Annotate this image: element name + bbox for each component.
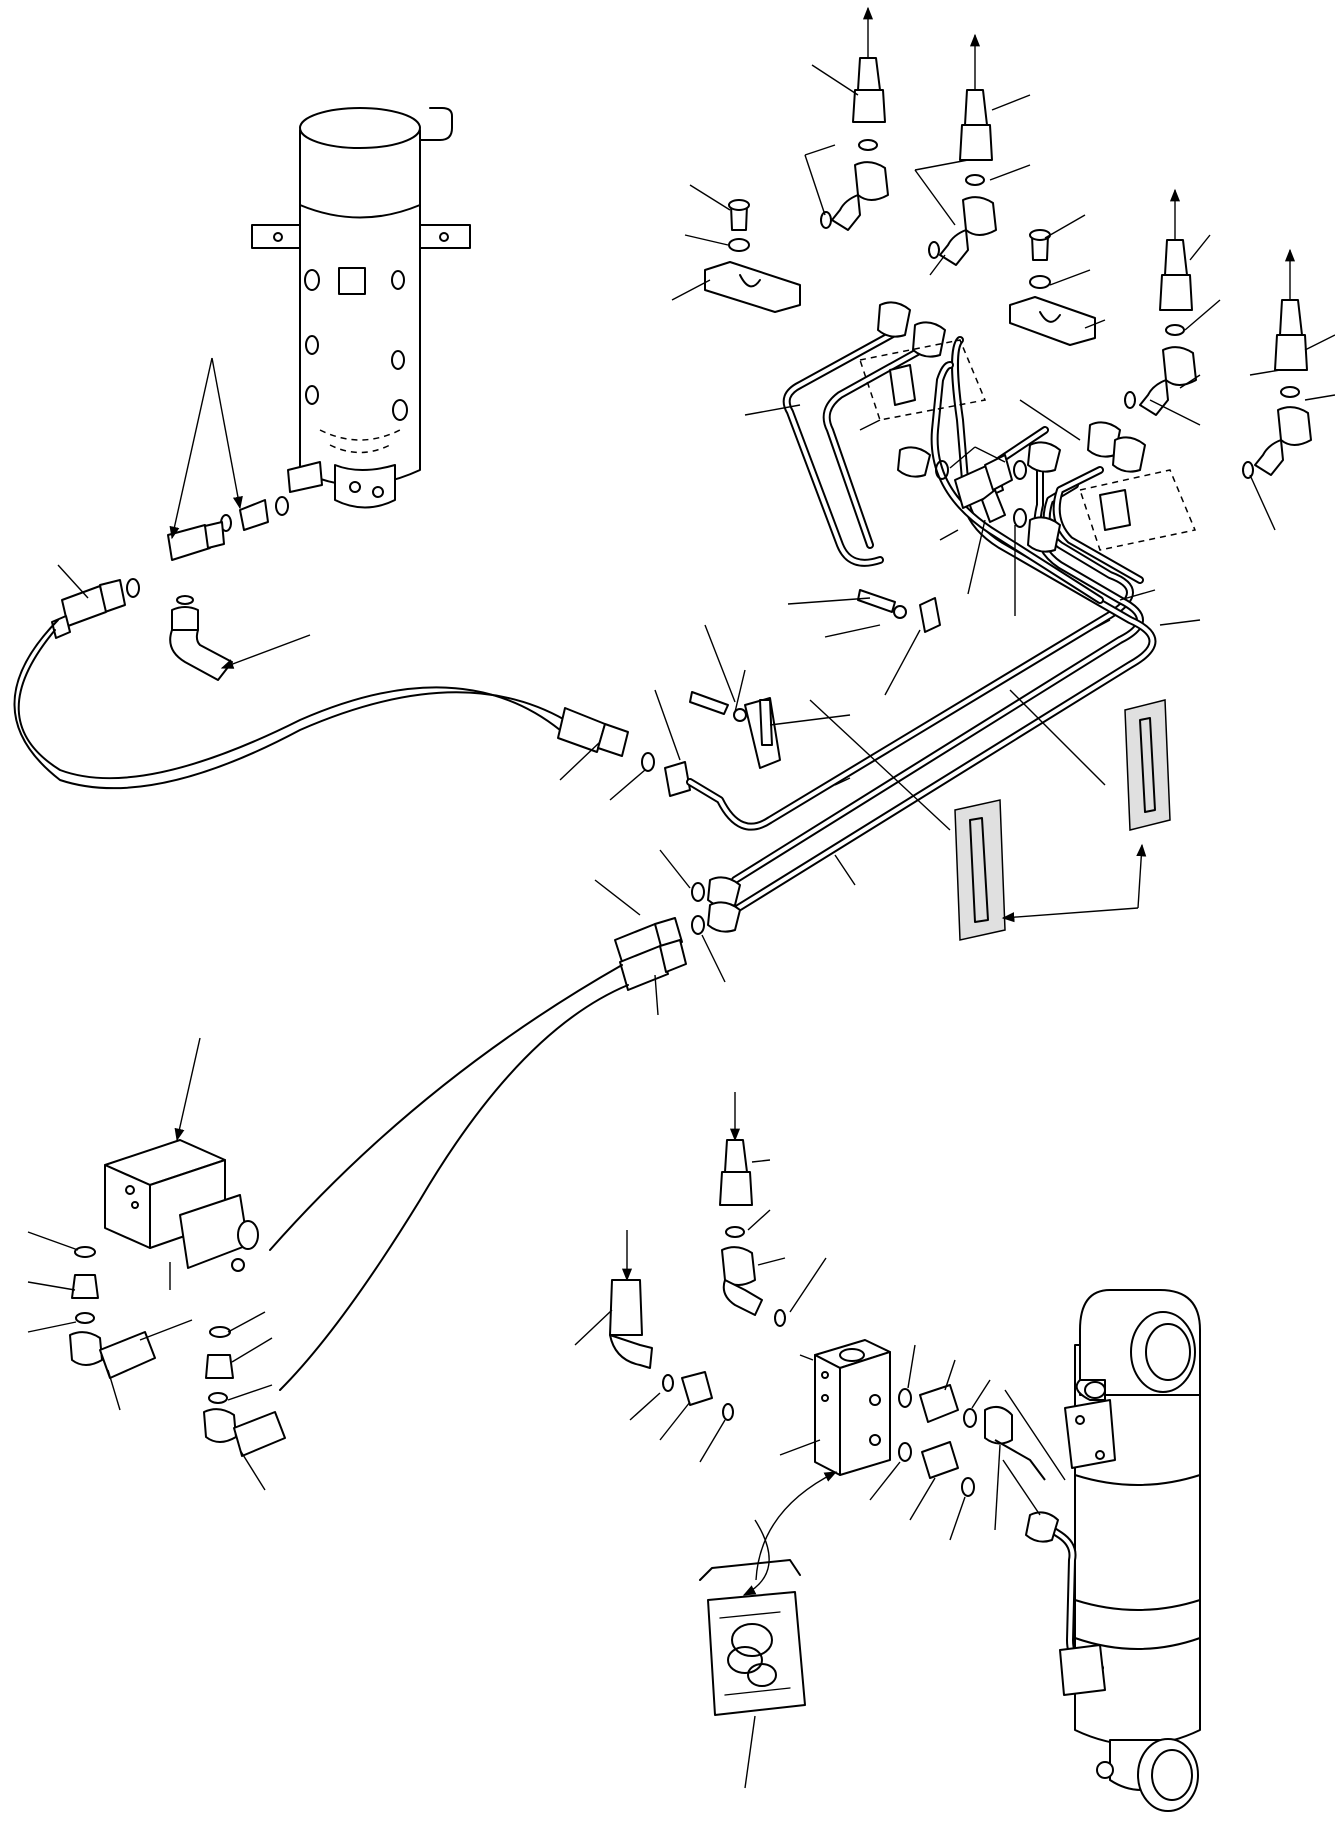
tube-nuts (708, 302, 1145, 931)
hydraulic-tubes (690, 330, 1153, 910)
seal-kit (700, 1472, 838, 1788)
leader-arrows-swivel (58, 358, 310, 669)
top-hose-fittings (821, 6, 1311, 478)
hydraulic-cylinder (1003, 1290, 1200, 1811)
swivel-joint (252, 108, 470, 508)
leader-arrows-inserts (1001, 843, 1147, 923)
solenoid-valve (105, 1038, 258, 1271)
check-valve-block (575, 1092, 1065, 1540)
tube-break-marks (835, 420, 1110, 785)
hose-to-solenoid (270, 965, 622, 1250)
middle-hose-couplings (595, 850, 725, 1015)
hose-to-left-elbow (280, 985, 628, 1390)
leader-lines-top (672, 65, 1335, 885)
clamp-detail-boxes (860, 340, 1195, 550)
center-fittings (558, 690, 690, 800)
solenoid-fittings (28, 1232, 285, 1490)
tee-fitting (936, 447, 1026, 616)
tube-clamps (690, 200, 1170, 940)
hose-left-loop (19, 630, 560, 778)
swivel-fittings (52, 497, 288, 680)
